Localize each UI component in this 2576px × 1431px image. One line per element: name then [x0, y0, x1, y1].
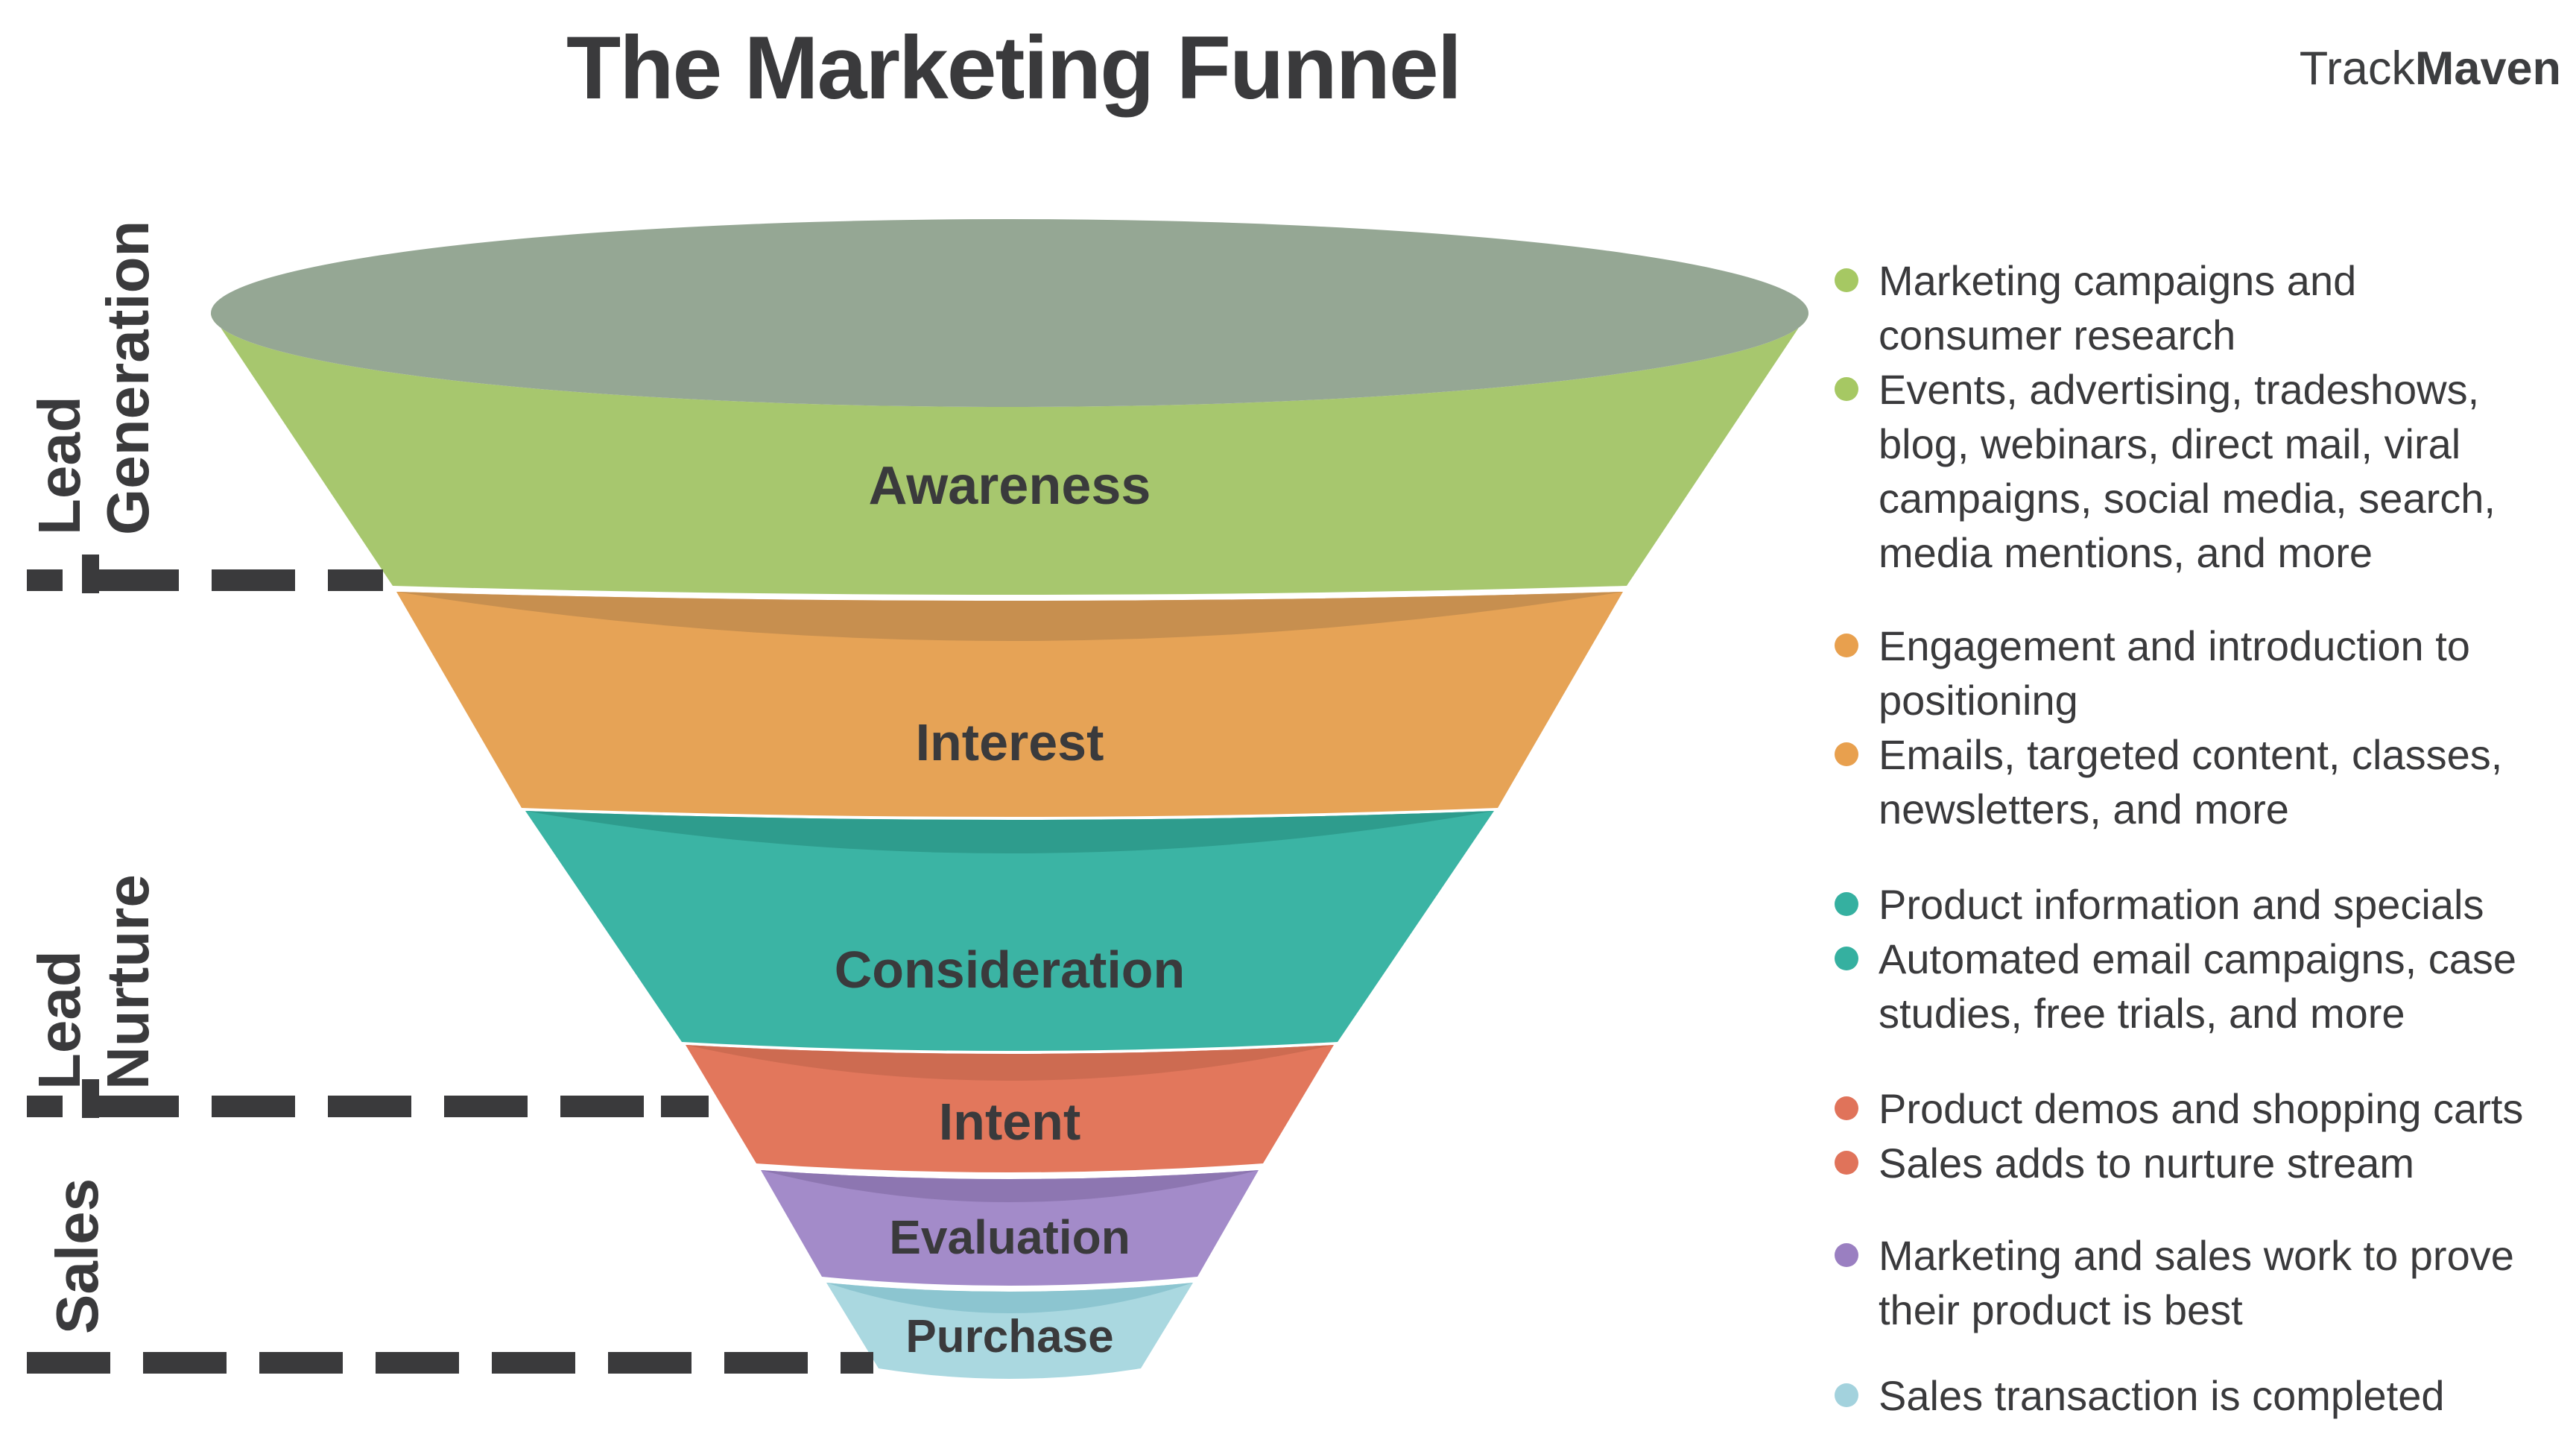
funnel-label-purchase: Purchase — [905, 1311, 1113, 1362]
funnel-label-interest: Interest — [916, 713, 1104, 771]
funnel-segment-evaluation-body — [761, 1170, 1259, 1286]
bullet-dot — [1835, 377, 1858, 401]
bullet-group-purchase: Sales transaction is completed — [1835, 1368, 2569, 1423]
trackmaven-logo: TrackMaven — [2300, 42, 2561, 95]
bullet-group-awareness: Marketing campaigns and consumer researc… — [1835, 253, 2569, 580]
list-item: Events, advertising, tradeshows, blog, w… — [1835, 362, 2569, 580]
bullet-dot — [1835, 742, 1858, 766]
list-item-text: Sales transaction is completed — [1879, 1372, 2445, 1419]
list-item-text: Emails, targeted content, classes, newsl… — [1879, 731, 2503, 833]
list-item: Emails, targeted content, classes, newsl… — [1835, 727, 2569, 836]
list-item-text: Marketing and sales work to prove their … — [1879, 1232, 2514, 1333]
divider-line-lead-nurture — [27, 1096, 709, 1117]
bullet-dot — [1835, 1096, 1858, 1120]
list-item-text: Sales adds to nurture stream — [1879, 1140, 2415, 1187]
stage-label-sales: Sales — [44, 1178, 110, 1334]
page-title: The Marketing Funnel — [566, 18, 1462, 118]
bullet-group-intent: Product demos and shopping carts Sales a… — [1835, 1081, 2569, 1190]
funnel-segment-consideration-lip — [525, 811, 1494, 853]
list-item-text: Marketing campaigns and consumer researc… — [1879, 257, 2357, 358]
bullet-dot — [1835, 947, 1858, 970]
funnel-top-opening — [211, 219, 1808, 407]
bullet-dot — [1835, 1243, 1858, 1267]
bullet-dot — [1835, 634, 1858, 657]
list-item: Marketing campaigns and consumer researc… — [1835, 253, 2569, 362]
funnel-label-awareness: Awareness — [869, 456, 1151, 516]
list-item: Product demos and shopping carts — [1835, 1081, 2569, 1136]
list-item-text: Engagement and introduction to positioni… — [1879, 622, 2470, 724]
funnel-segment-purchase-body — [826, 1283, 1193, 1379]
bullet-dot — [1835, 892, 1858, 916]
bullet-group-interest: Engagement and introduction to positioni… — [1835, 619, 2569, 836]
funnel-label-consideration: Consideration — [835, 941, 1186, 999]
funnel-segment-awareness-body — [211, 313, 1808, 595]
funnel-label-evaluation: Evaluation — [889, 1210, 1130, 1264]
bullet-group-consideration: Product information and specials Automat… — [1835, 877, 2569, 1040]
list-item: Sales adds to nurture stream — [1835, 1136, 2569, 1190]
stage-label-lead-nurture: Lead Nurture — [26, 874, 161, 1090]
list-item: Automated email campaigns, case studies,… — [1835, 932, 2569, 1040]
logo-maven: Maven — [2414, 42, 2561, 95]
list-item-text: Automated email campaigns, case studies,… — [1879, 935, 2516, 1037]
funnel-segment-consideration-body — [525, 811, 1494, 1051]
bullet-dot — [1835, 1151, 1858, 1175]
bullet-dot — [1835, 268, 1858, 292]
funnel-segment-evaluation-lip — [761, 1170, 1259, 1202]
list-item: Sales transaction is completed — [1835, 1368, 2569, 1423]
divider-line-lead-generation — [27, 569, 383, 591]
list-item-text: Product information and specials — [1879, 881, 2484, 928]
logo-track: Track — [2299, 42, 2415, 95]
funnel-label-intent: Intent — [939, 1093, 1081, 1151]
funnel-segment-purchase-lip — [826, 1283, 1193, 1313]
bullet-dot — [1835, 1383, 1858, 1407]
funnel-segment-intent-body — [686, 1045, 1334, 1172]
list-item: Product information and specials — [1835, 877, 2569, 932]
list-item: Marketing and sales work to prove their … — [1835, 1228, 2569, 1337]
list-item-text: Product demos and shopping carts — [1879, 1085, 2524, 1132]
list-item: Engagement and introduction to positioni… — [1835, 619, 2569, 727]
funnel-segment-interest-lip — [396, 592, 1623, 641]
bullet-group-evaluation: Marketing and sales work to prove their … — [1835, 1228, 2569, 1337]
funnel-segment-intent-lip — [686, 1045, 1334, 1081]
list-item-text: Events, advertising, tradeshows, blog, w… — [1879, 366, 2496, 576]
stage-label-lead-generation: Lead Generation — [26, 220, 161, 535]
divider-line-sales — [27, 1352, 873, 1374]
funnel-segment-interest-body — [396, 592, 1623, 817]
